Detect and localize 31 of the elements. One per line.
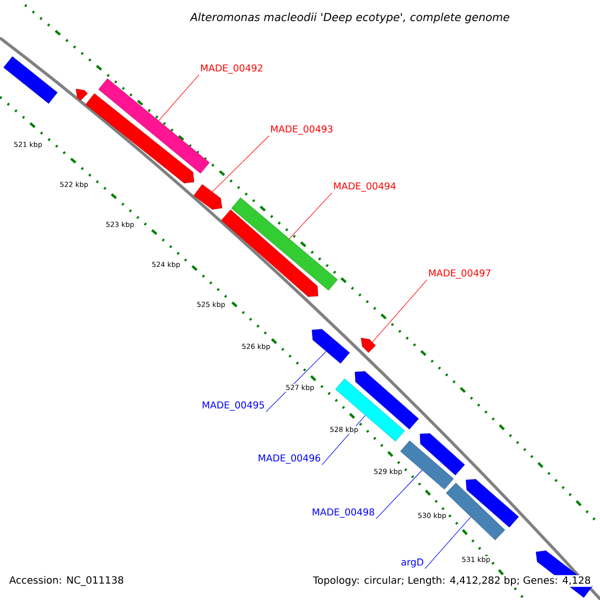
gene-label: MADE_00492 bbox=[201, 64, 262, 74]
leader-line bbox=[212, 136, 270, 192]
gene-feature bbox=[85, 93, 194, 184]
leader-line bbox=[266, 351, 326, 412]
gene-feature bbox=[400, 440, 454, 490]
title: Alteromonas macleodii 'Deep ecotype', complete genome bbox=[190, 12, 510, 24]
gene-label: MADE_00494 bbox=[334, 182, 396, 192]
gene-label: argD bbox=[401, 558, 424, 568]
leader-line bbox=[424, 516, 472, 569]
genome-info-text: Topology: circular; Length: 4,412,282 bp; Genes: 4,128 bbox=[312, 575, 592, 587]
gene-feature bbox=[446, 482, 506, 540]
gene-feature bbox=[194, 184, 222, 210]
gene-feature bbox=[3, 56, 58, 104]
gene-feature bbox=[98, 78, 210, 174]
leader-line bbox=[376, 470, 422, 520]
gene-feature bbox=[221, 210, 318, 297]
gene-label: MADE_00497 bbox=[429, 269, 490, 279]
gene-label: MADE_00495 bbox=[202, 401, 264, 411]
gene-label: MADE_00496 bbox=[258, 454, 320, 464]
gene-feature bbox=[76, 88, 88, 101]
gene-feature bbox=[466, 479, 519, 528]
gene-label: MADE_00498 bbox=[312, 508, 374, 518]
leader-line bbox=[289, 192, 332, 240]
gene-feature bbox=[360, 338, 376, 353]
gene-label: MADE_00493 bbox=[271, 125, 332, 135]
leader-line bbox=[158, 74, 200, 121]
leader-line bbox=[372, 280, 428, 342]
gene-feature bbox=[231, 197, 338, 291]
gene-feature bbox=[312, 329, 350, 364]
accession-text: Accession: NC_011138 bbox=[9, 576, 124, 586]
gene-feature bbox=[420, 433, 465, 476]
